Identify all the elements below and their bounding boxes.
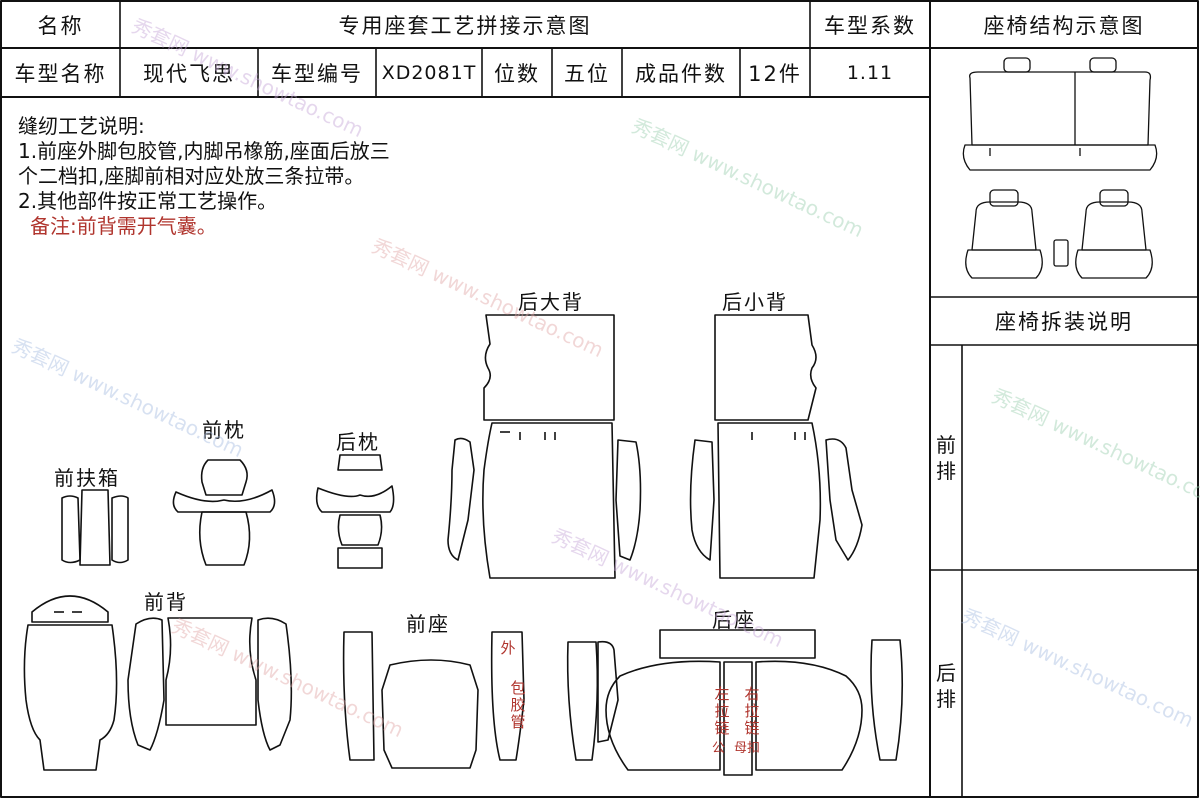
pattern-front-headrest — [172, 459, 276, 566]
annotation-right-zipper: 右 拉 链 — [744, 685, 760, 737]
seats-value: 五位 — [564, 61, 610, 86]
annotation-left-zipper: 左 拉 链 — [714, 685, 730, 737]
label-front-headrest: 前枕 — [202, 418, 246, 442]
label-front-back: 前背 — [144, 590, 188, 614]
annotation-tube: 包 胶 管 — [510, 679, 526, 731]
pattern-front-seat — [342, 631, 525, 769]
annotation-outer: 外 — [500, 639, 516, 657]
structure-title: 座椅结构示意图 — [983, 13, 1145, 38]
notes-line-1: 1.前座外脚包胶管,内脚吊橡筋,座面后放三 — [18, 139, 390, 163]
label-rear-small-back: 后小背 — [722, 290, 788, 314]
label-front-armrest-box: 前扶箱 — [54, 466, 120, 490]
label-rear-seat: 后座 — [712, 608, 756, 632]
label-front-seat: 前座 — [406, 612, 450, 636]
front-seats-sketch — [965, 189, 1153, 279]
coef-value: 1.11 — [846, 61, 894, 84]
model-code-label: 车型编号 — [271, 61, 363, 86]
rear-bench-sketch — [962, 57, 1158, 171]
install-title: 座椅拆装说明 — [995, 310, 1133, 334]
pattern-front-back — [23, 595, 293, 771]
sewing-notes: 缝纫工艺说明: 1.前座外脚包胶管,内脚吊橡筋,座面后放三 个二档扣,座脚前相对… — [18, 114, 390, 239]
front-row-label: 前 排 — [936, 433, 956, 483]
pattern-rear-headrest — [315, 454, 395, 569]
notes-line-2: 个二档扣,座脚前相对应处放三条拉带。 — [18, 164, 365, 188]
label-rear-big-back: 后大背 — [518, 290, 584, 314]
pieces-value: 12件 — [748, 61, 802, 86]
model-name: 现代飞思 — [143, 61, 235, 86]
notes-remark: 备注:前背需开气囊。 — [30, 214, 217, 238]
model-code: XD2081T — [381, 61, 477, 84]
pieces-label: 成品件数 — [635, 61, 727, 86]
pattern-front-armrest-box — [61, 489, 129, 566]
notes-title: 缝纫工艺说明: — [18, 114, 145, 138]
pattern-rear-big-back — [447, 314, 642, 579]
seats-label: 位数 — [494, 61, 540, 86]
name-label: 名称 — [37, 13, 84, 38]
label-rear-headrest: 后枕 — [336, 430, 380, 454]
notes-line-3: 2.其他部件按正常工艺操作。 — [18, 189, 278, 213]
doc-title: 专用座套工艺拼接示意图 — [338, 13, 592, 38]
rear-row-label: 后 排 — [936, 661, 956, 711]
annotation-male: 公 — [712, 741, 726, 756]
pattern-rear-small-back — [689, 314, 863, 579]
annotation-mother-buckle: 母扣 — [734, 741, 761, 756]
pattern-rear-seat — [566, 629, 904, 776]
model-coef-label: 车型系数 — [824, 13, 916, 38]
model-name-label: 车型名称 — [14, 61, 107, 86]
